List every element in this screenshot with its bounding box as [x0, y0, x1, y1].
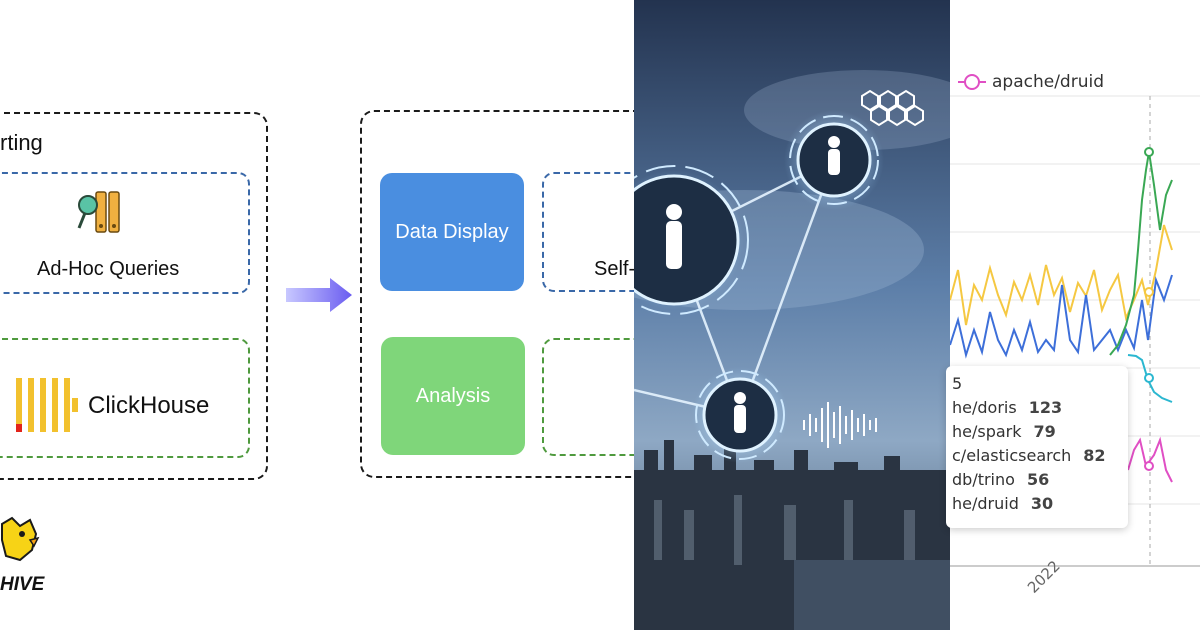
tooltip-row-value: 30	[1030, 494, 1054, 513]
reporting-group-title: rting	[0, 130, 43, 155]
tooltip-row: c/elasticsearch 82	[952, 446, 1106, 465]
tooltip-row-name: he/doris	[952, 398, 1017, 417]
tooltip-row-name: he/spark	[952, 422, 1022, 441]
adhoc-queries-label: Ad-Hoc Queries	[37, 258, 180, 280]
hive-logo-icon	[0, 516, 40, 562]
reporting-group	[0, 112, 268, 480]
output-group	[360, 110, 634, 478]
tooltip-row: db/trino 56	[952, 470, 1049, 489]
tooltip-row: he/druid 30	[952, 494, 1053, 513]
legend-marker-circle	[964, 74, 980, 90]
chart-tooltip: 5 he/doris 123 he/spark 79 c/elasticsearch…	[946, 366, 1128, 528]
self-service-box	[542, 172, 634, 292]
line-chart-svg	[950, 74, 1200, 567]
architecture-diagram-panel: rting Ad-Hoc Queries ClickHouse Data Dis…	[0, 110, 634, 595]
hive-logo-text: HIVE	[0, 574, 45, 595]
tooltip-row: he/doris 123	[952, 398, 1062, 417]
clickhouse-logo-icon	[16, 378, 78, 432]
series-line-green	[1109, 151, 1173, 356]
hover-point-cyan	[1144, 373, 1154, 383]
tooltip-row-value: 79	[1033, 422, 1056, 441]
tooltip-row-name: he/druid	[952, 494, 1019, 513]
adhoc-queries-box	[0, 172, 250, 294]
tooltip-row-name: c/elasticsearch	[952, 446, 1072, 465]
tooltip-row: he/spark 79	[952, 422, 1056, 441]
network-city-photo	[634, 0, 950, 630]
tooltip-header: 5	[952, 374, 963, 393]
legend-label-druid[interactable]: apache/druid	[992, 72, 1105, 92]
data-display-tile: Data Display	[380, 173, 524, 291]
clickhouse-box	[0, 338, 250, 458]
analysis-tile: Analysis	[381, 337, 525, 455]
binder-magnifier-icon	[77, 191, 120, 233]
tooltip-row-value: 123	[1028, 398, 1063, 417]
tooltip-row-name: db/trino	[952, 470, 1015, 489]
series-line-blue	[950, 274, 1173, 359]
line-chart-panel: apache/druid 2022	[950, 0, 1200, 630]
network-illustration	[634, 0, 950, 630]
self-service-label: Self-	[594, 258, 634, 280]
tooltip-row-value: 56	[1026, 470, 1050, 489]
flow-arrow-icon	[286, 278, 352, 312]
right-green-box	[542, 338, 634, 456]
hover-point-green	[1144, 147, 1154, 157]
series-line-pink	[1127, 436, 1173, 483]
clickhouse-label: ClickHouse	[88, 392, 210, 419]
tooltip-row-value: 82	[1083, 446, 1106, 465]
hover-point-pink	[1144, 461, 1154, 471]
hover-point-yellow	[1144, 287, 1154, 297]
series-line-yellow	[950, 224, 1173, 326]
